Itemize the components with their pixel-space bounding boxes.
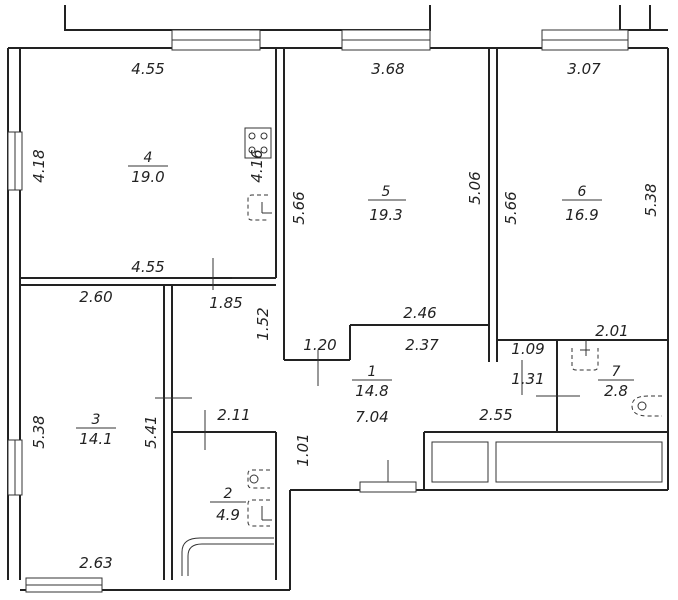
room-4-number: 4 [144, 150, 153, 166]
bathtub-icon [181, 537, 274, 576]
dim-r4-right: 4.16 [248, 149, 266, 182]
dim-r2-top: 2.11 [217, 406, 250, 424]
room-labels: 4 19.0 5 19.3 6 16.9 1 14.8 3 14.1 2 4.9… [76, 150, 634, 524]
door-openings [155, 258, 587, 493]
room-5-area: 19.3 [369, 206, 402, 224]
dim-r5-top: 3.68 [371, 60, 404, 78]
dim-r3-bottom: 2.63 [79, 554, 112, 572]
dim-r6-right: 5.38 [642, 183, 660, 216]
room-1-area: 14.8 [355, 382, 388, 400]
dim-hall-i: 1.31 [511, 370, 544, 388]
dim-hall-c: 1.20 [303, 336, 336, 354]
dim-r5-left: 5.66 [290, 191, 308, 224]
windows [7, 29, 629, 593]
dimension-labels: 4.55 4.55 4.18 4.16 3.68 5.66 5.06 3.07 … [30, 60, 660, 572]
dim-hall-a: 1.85 [209, 294, 242, 312]
dim-r6-left: 5.66 [502, 191, 520, 224]
room-6-number: 6 [578, 184, 587, 200]
wc-sink-icon [571, 348, 599, 371]
room-5-number: 5 [382, 184, 391, 200]
built-in-cabinets [431, 441, 663, 483]
toilet-icon [247, 499, 272, 527]
room-7-number: 7 [612, 364, 621, 380]
interior-walls [20, 48, 668, 580]
dim-hall-h: 1.09 [511, 340, 544, 358]
dim-r4-left: 4.18 [30, 149, 48, 182]
room-6-area: 16.9 [565, 206, 598, 224]
dim-hall-g: 2.55 [479, 406, 512, 424]
dim-hall-d: 2.46 [403, 304, 436, 322]
room-1-number: 1 [368, 364, 377, 380]
dim-r3-right: 5.41 [142, 415, 160, 448]
dim-hall-b: 1.52 [254, 307, 272, 340]
dim-r5-right: 5.06 [466, 171, 484, 204]
dim-hall-e: 2.37 [405, 336, 439, 354]
room-4-area: 19.0 [131, 168, 164, 186]
room-3-area: 14.1 [79, 430, 112, 448]
dim-hall-j: 2.01 [595, 322, 628, 340]
room-7-area: 2.8 [604, 382, 628, 400]
dim-r3-left: 5.38 [30, 415, 48, 448]
stove-icon [244, 127, 272, 159]
dim-r4-top: 4.55 [131, 60, 164, 78]
dim-r2-right: 1.01 [294, 433, 312, 466]
room-2-number: 2 [224, 486, 233, 502]
sink-icon [247, 469, 270, 489]
dim-r6-top: 3.07 [567, 60, 601, 78]
dim-hall-f: 7.04 [355, 408, 388, 426]
room-2-area: 4.9 [216, 506, 240, 524]
dim-r3-top: 2.60 [79, 288, 112, 306]
kitchen-sink-icon [247, 194, 272, 221]
dim-r4-bottom: 4.55 [131, 258, 164, 276]
room-3-number: 3 [92, 412, 101, 428]
wc-toilet-icon [631, 395, 662, 417]
